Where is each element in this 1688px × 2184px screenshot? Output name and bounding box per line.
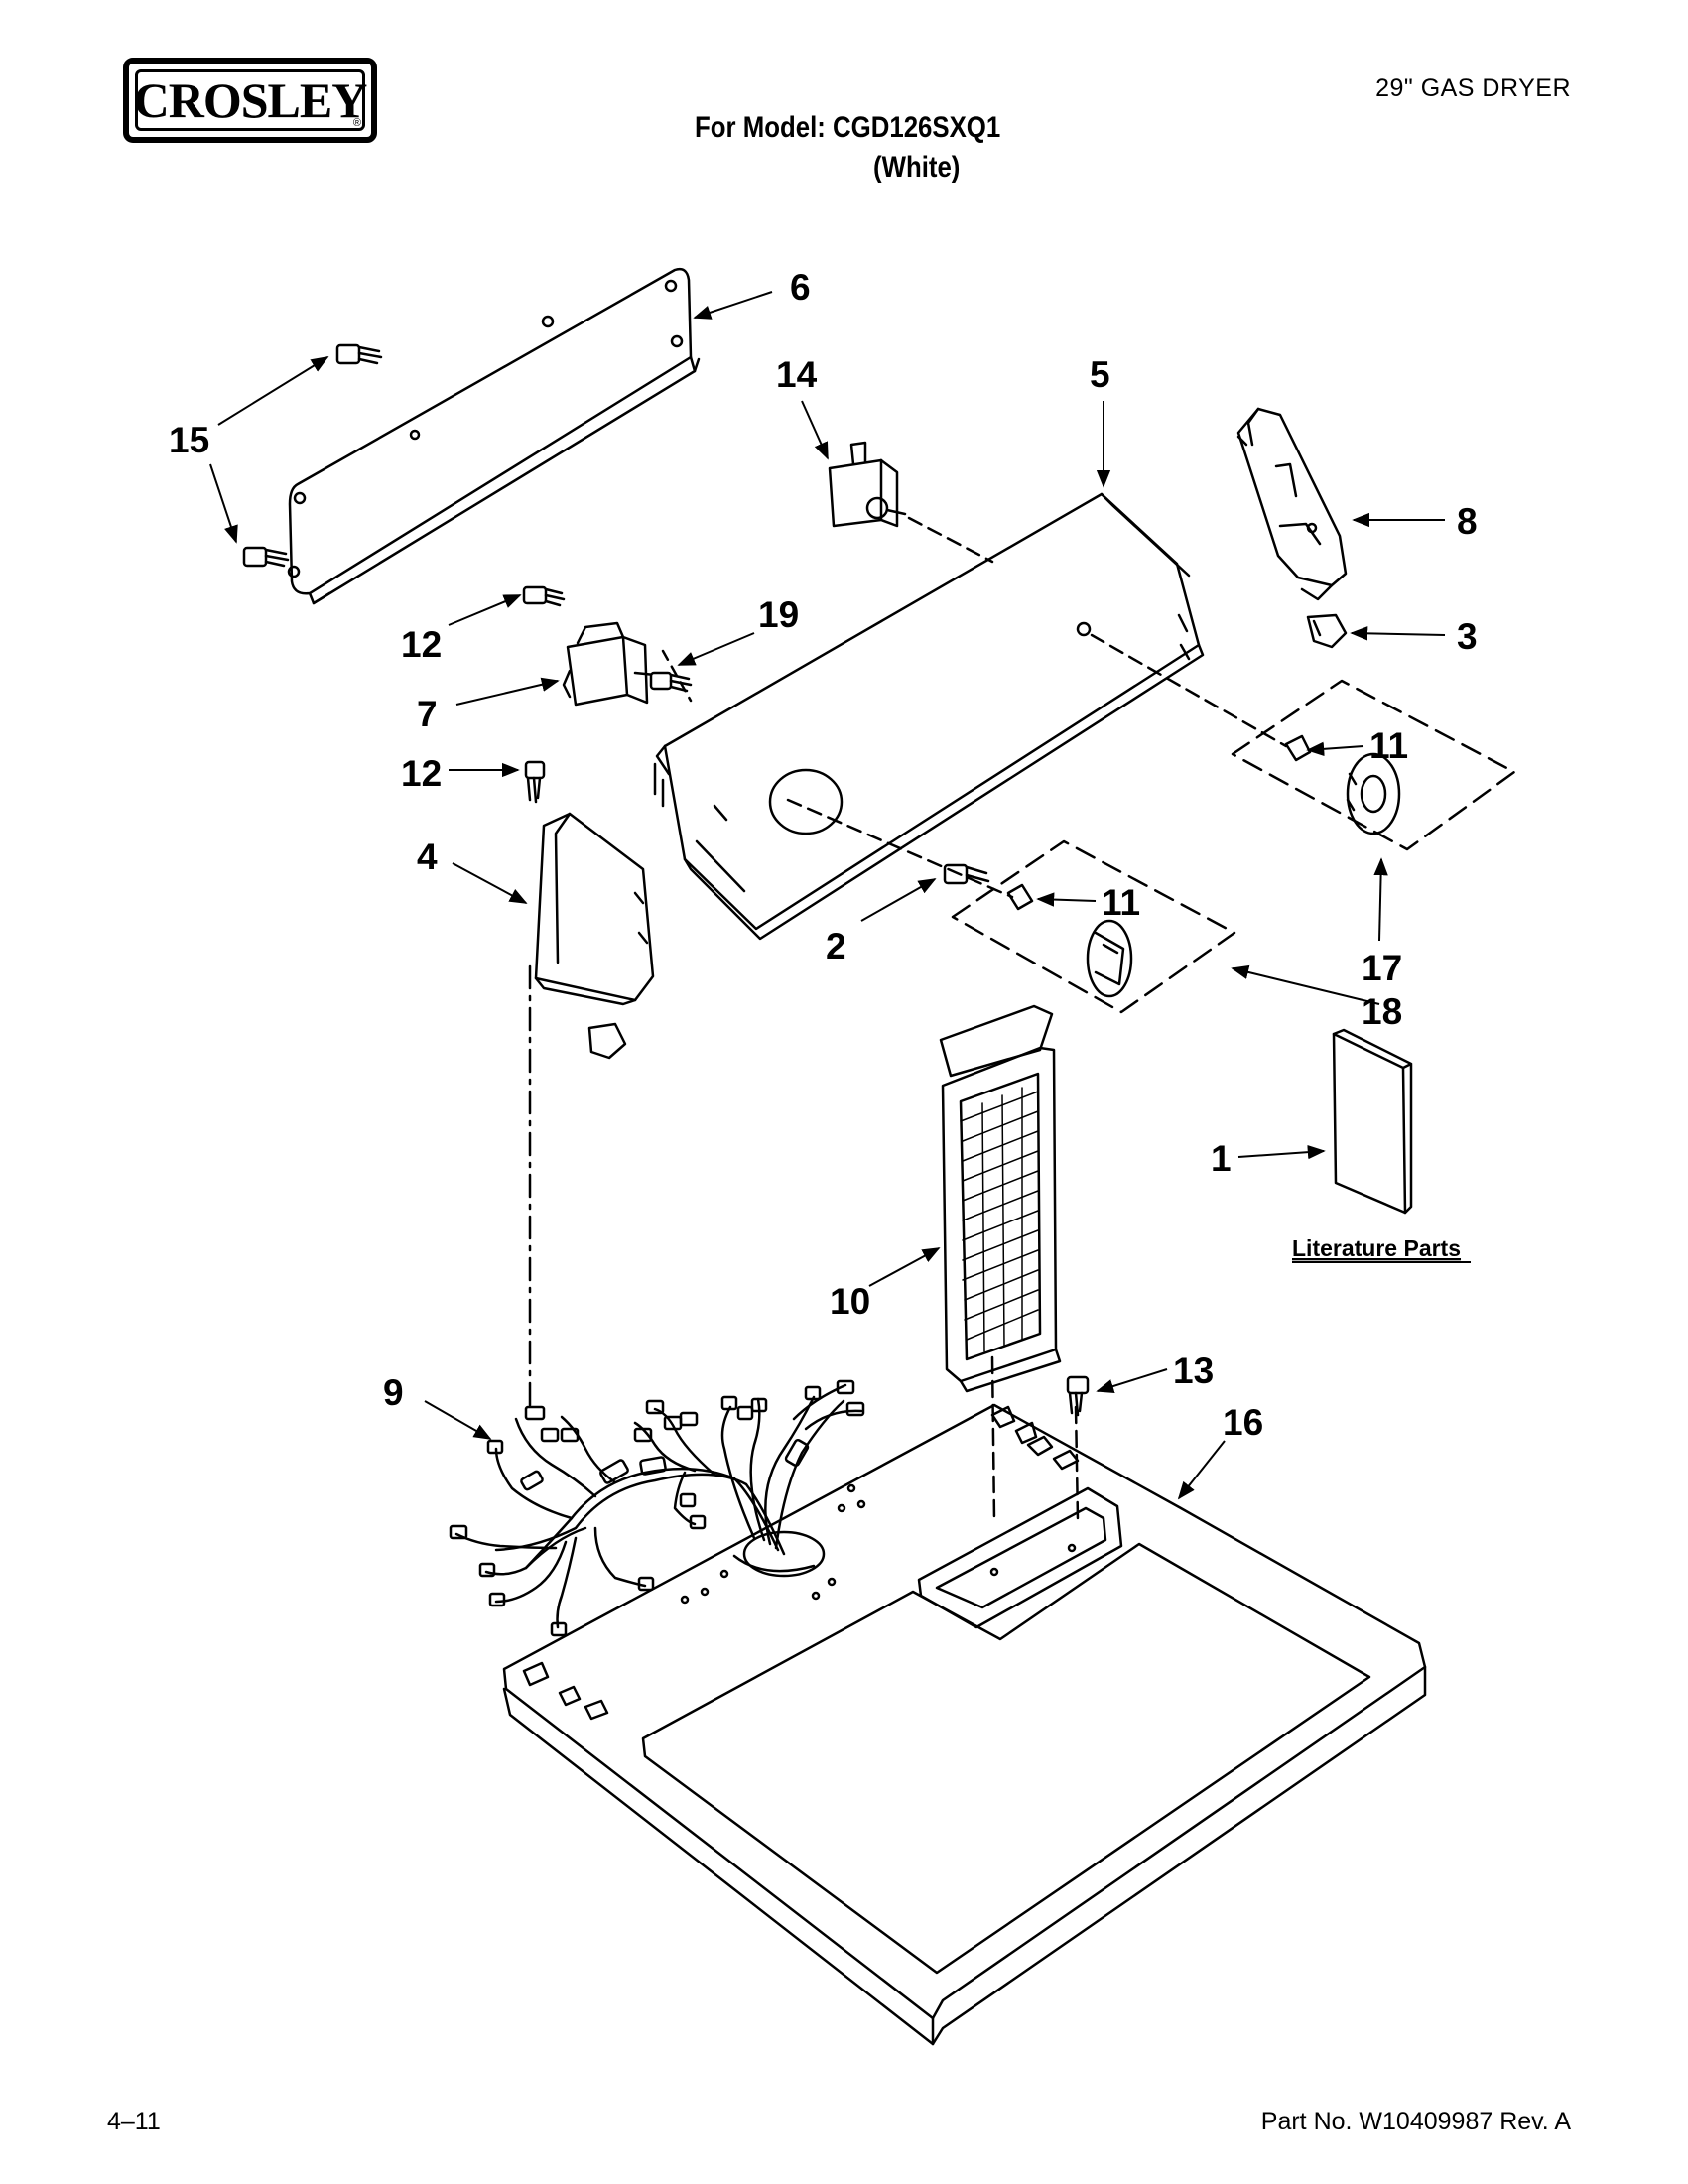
model-line: For Model: CGD126SXQ1 [695,111,1001,144]
literature-book-1 [1332,1028,1413,1215]
bushing-2 [943,863,990,885]
end-cap-4 [534,812,655,1006]
callout-leaders [209,291,1446,1500]
callout-11a: 11 [1369,725,1408,766]
timer-7 [562,621,657,707]
callout-3: 3 [1457,616,1478,657]
group-box-18 [951,839,1236,1014]
group-box-17 [1231,679,1516,851]
knob-axis-line [786,798,1014,899]
control-console-5 [653,492,1205,941]
callout-12b: 12 [401,753,442,794]
alignment-line-13 [1074,1405,1080,1522]
springs-11 [1006,734,1312,911]
callout-16: 16 [1223,1402,1263,1443]
crosley-logo: CROSLEY ® [123,58,377,143]
callout-19: 19 [758,594,799,635]
switch-14 [828,441,907,528]
brand-name: CROSLEY [133,72,368,128]
wire-harness-9 [449,1379,865,1637]
screw-19 [649,671,693,693]
callout-12a: 12 [401,624,442,665]
knob-18 [1086,919,1133,998]
callout-10: 10 [830,1281,870,1322]
callout-11b: 11 [1102,882,1140,923]
alignment-line-10 [990,1355,996,1522]
lint-screen-10 [939,1004,1062,1393]
callout-8: 8 [1457,501,1478,542]
callout-17: 17 [1362,948,1402,988]
callout-2: 2 [826,926,846,966]
clip-3 [1306,613,1348,649]
screws-12 [522,585,566,804]
screws-15 [242,343,383,568]
doc-type: 29" GAS DRYER [1375,74,1571,102]
callout-4: 4 [417,836,438,877]
knob-17 [1346,752,1401,835]
callout-6: 6 [790,267,811,308]
color-line: (White) [873,151,961,184]
top-panel-16 [502,1403,1427,2046]
callout-13: 13 [1173,1350,1214,1391]
callout-5: 5 [1090,354,1110,395]
callout-18: 18 [1362,991,1402,1032]
part-number: Part No. W10409987 Rev. A [1260,2108,1571,2135]
callout-14: 14 [776,354,818,395]
clip-4 [587,1022,627,1060]
logo-frame: CROSLEY [133,69,368,131]
leader-14 [907,516,994,564]
registered-mark: ® [352,117,361,129]
page-number: 4–11 [107,2108,161,2135]
leader-19 [661,649,693,703]
callout-7: 7 [417,694,438,734]
callout-15: 15 [169,420,209,460]
literature-parts-label: Literature Parts [1292,1235,1461,1261]
screw-13 [1066,1375,1090,1417]
callout-9: 9 [383,1372,404,1413]
knob-axis-line-2 [1090,633,1288,748]
end-cap-8 [1236,407,1348,601]
rear-bracket [287,267,701,605]
callout-1: 1 [1211,1138,1232,1179]
